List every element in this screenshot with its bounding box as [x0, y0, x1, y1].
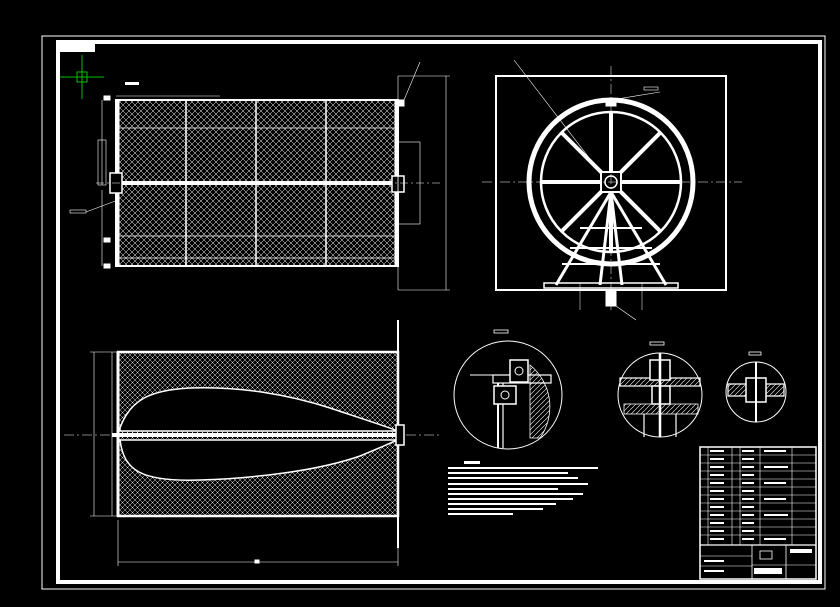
- detail-view-c: [725, 351, 787, 423]
- side-view-wheel: [482, 59, 742, 321]
- front-view: [69, 61, 450, 291]
- technical-notes: [448, 461, 598, 515]
- top-view: [64, 320, 440, 566]
- crosshair-cursor-icon: [60, 55, 104, 99]
- title-block-entries: [704, 450, 812, 574]
- detail-view-b: [617, 341, 703, 438]
- title-block: [699, 446, 817, 580]
- drawing-border: [41, 35, 826, 590]
- detail-view-a: [453, 329, 563, 450]
- sheet-tab: [58, 42, 95, 52]
